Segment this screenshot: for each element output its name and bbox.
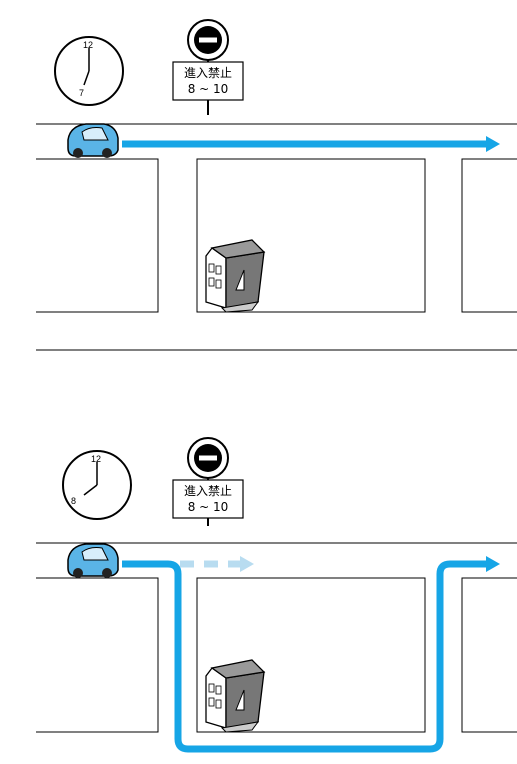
- scene-7-oclock-drawing: [36, 19, 517, 351]
- clock-icon: [62, 450, 132, 520]
- no-entry-sign-icon: [172, 437, 244, 526]
- clock-numeral-12: 12: [91, 454, 102, 464]
- school-building-icon: [205, 239, 266, 313]
- route-arrow: [122, 136, 500, 152]
- scene-8-oclock-drawing: [36, 437, 517, 753]
- sign-text-no-entry: 進入禁止: [183, 66, 232, 80]
- block-left: [36, 158, 159, 313]
- scene-8-oclock: 12 8 進入禁止 8 ~ 10: [0, 394, 517, 764]
- blocked-route-arrow: [180, 556, 254, 572]
- car-icon: [67, 543, 119, 578]
- sign-text-no-entry: 進入禁止: [183, 484, 232, 498]
- no-entry-sign-icon: [172, 19, 244, 115]
- detour-route-arrow: [122, 556, 500, 753]
- clock-numeral-7: 7: [79, 88, 85, 98]
- block-right: [461, 158, 517, 313]
- block-school: [196, 158, 426, 313]
- school-building-icon: [205, 659, 266, 733]
- car-icon: [67, 123, 119, 158]
- clock-numeral-12: 12: [83, 40, 94, 50]
- clock-numeral-8: 8: [71, 496, 77, 506]
- sign-text-hours: 8 ~ 10: [187, 500, 229, 514]
- sign-text-hours: 8 ~ 10: [187, 82, 229, 96]
- block-school: [196, 577, 426, 733]
- clock-icon: [54, 36, 124, 106]
- block-left: [36, 577, 159, 733]
- scene-7-oclock: 12 7 進入禁止 8 ~ 10: [0, 0, 517, 370]
- block-right: [461, 577, 517, 733]
